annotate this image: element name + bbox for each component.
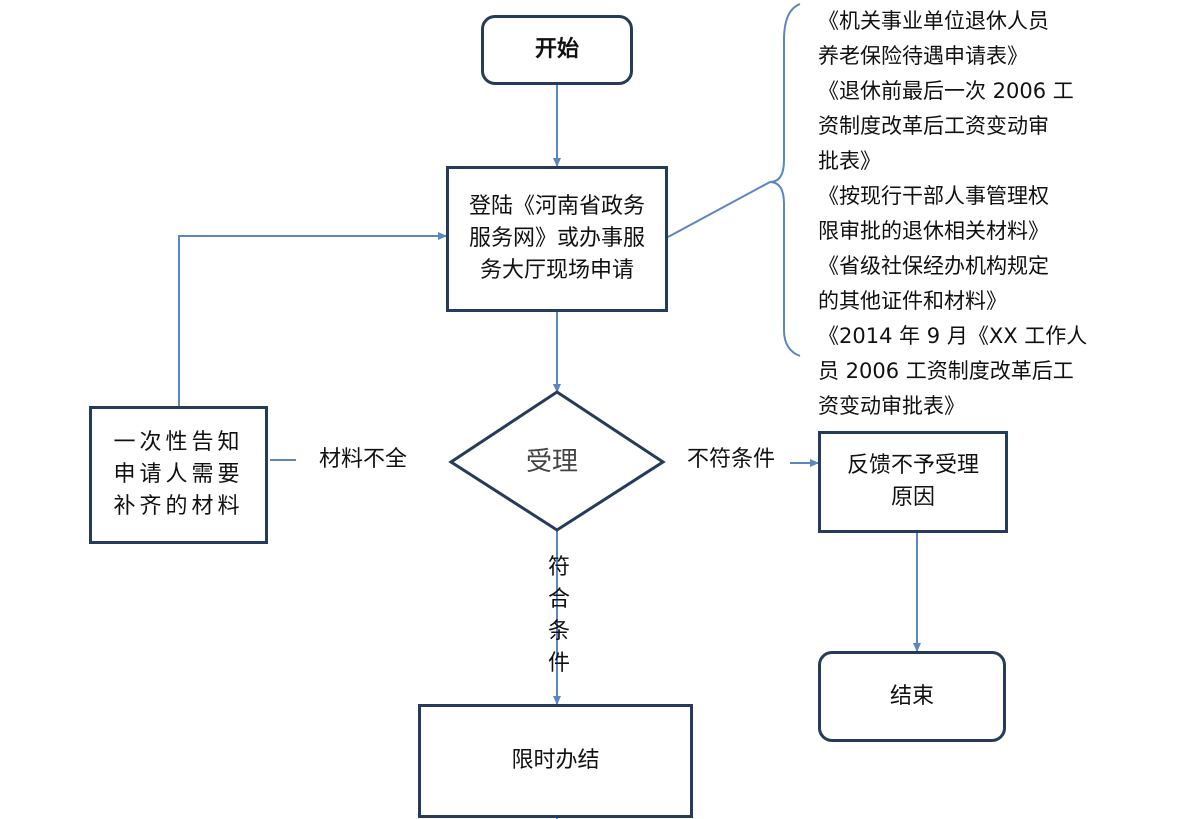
document-line: 《按现行干部人事管理权 (818, 184, 1049, 208)
document-line: 限审批的退休相关材料》 (818, 219, 1049, 243)
start-label: 开始 (534, 37, 579, 62)
notify-label: 一次性告知申请人需要补齐的材料 (113, 430, 244, 519)
documents-brace (769, 3, 801, 357)
document-line: 资变动审批表》 (818, 394, 965, 418)
login-node: 登陆《河南省政务服务网》或办事服务大厅现场申请 (446, 166, 668, 312)
line-login-to-bracket (667, 181, 771, 238)
document-line: 养老保险待遇申请表》 (818, 44, 1028, 68)
notify-node: 一次性告知申请人需要补齐的材料 (89, 406, 268, 544)
document-line: 《2014 年 9 月《XX 工作人 (818, 324, 1088, 348)
accept-label: 受理 (526, 448, 578, 476)
document-line: 《机关事业单位退休人员 (818, 9, 1049, 33)
document-line: 资制度改革后工资变动审 (818, 114, 1049, 138)
document-line: 员 2006 工资制度改革后工 (818, 359, 1074, 383)
accept-diamond (448, 390, 666, 532)
document-line: 《退休前最后一次 2006 工 (818, 79, 1074, 103)
document-line: 的其他证件和材料》 (818, 289, 1007, 313)
document-line: 批表》 (818, 149, 881, 173)
not-eligible-label: 不符条件 (687, 447, 776, 472)
accept-text: 受理 (526, 447, 579, 477)
document-line: 《省级社保经办机构规定 (818, 254, 1049, 278)
documents-list: 《机关事业单位退休人员 养老保险待遇申请表》 《退休前最后一次 2006 工 资… (818, 4, 1108, 424)
finish-label: 限时办结 (511, 748, 600, 773)
feedback-node: 反馈不予受理原因 (818, 431, 1008, 533)
incomplete-label: 材料不全 (319, 447, 408, 472)
finish-node: 限时办结 (418, 704, 693, 818)
eligible-label: 符合条件 (547, 555, 570, 676)
feedback-label: 反馈不予受理原因 (846, 453, 979, 510)
end-label: 结束 (889, 683, 934, 709)
arrow-notify-to-login (178, 232, 447, 406)
start-node: 开始 (481, 15, 633, 85)
login-label: 登陆《河南省政务服务网》或办事服务大厅现场申请 (468, 194, 645, 283)
end-node: 结束 (818, 651, 1006, 742)
